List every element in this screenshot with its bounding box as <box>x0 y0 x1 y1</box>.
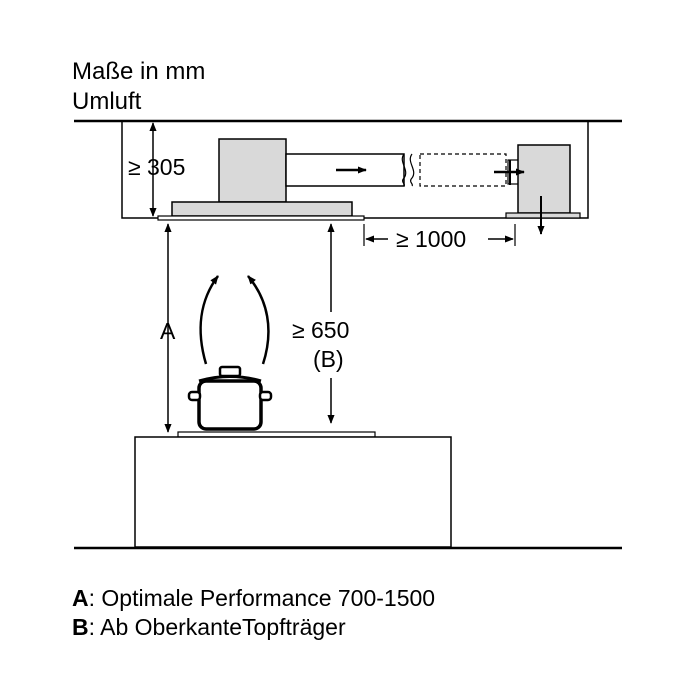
dimension-min-height-label: ≥ 650 <box>292 317 350 343</box>
ceiling-hood <box>157 138 365 221</box>
steam-arrows <box>199 275 270 365</box>
legend-key-a: A <box>72 585 89 611</box>
legend-key-b: B <box>72 614 89 640</box>
air-duct <box>285 153 507 187</box>
dimension-side-distance <box>363 224 516 246</box>
mode-caption: Umluft <box>72 88 142 115</box>
kitchen-counter <box>134 436 452 548</box>
units-caption: Maße in mm <box>72 58 206 85</box>
legend-item-b: B: Ab OberkanteTopfträger <box>72 616 346 639</box>
recirculation-module <box>494 144 581 235</box>
legend-text-a: : Optimale Performance 700-1500 <box>88 585 436 611</box>
dimension-min-height-reference: (B) <box>313 346 344 372</box>
dimension-a-label: A <box>160 318 176 344</box>
cooking-pot <box>187 365 273 431</box>
legend-text-b: : Ab OberkanteTopfträger <box>88 614 346 640</box>
legend-item-a: A: Optimale Performance 700-1500 <box>72 587 435 610</box>
dimension-ceiling-height-label: ≥ 305 <box>128 154 186 180</box>
dimension-side-distance-label: ≥ 1000 <box>396 226 467 252</box>
